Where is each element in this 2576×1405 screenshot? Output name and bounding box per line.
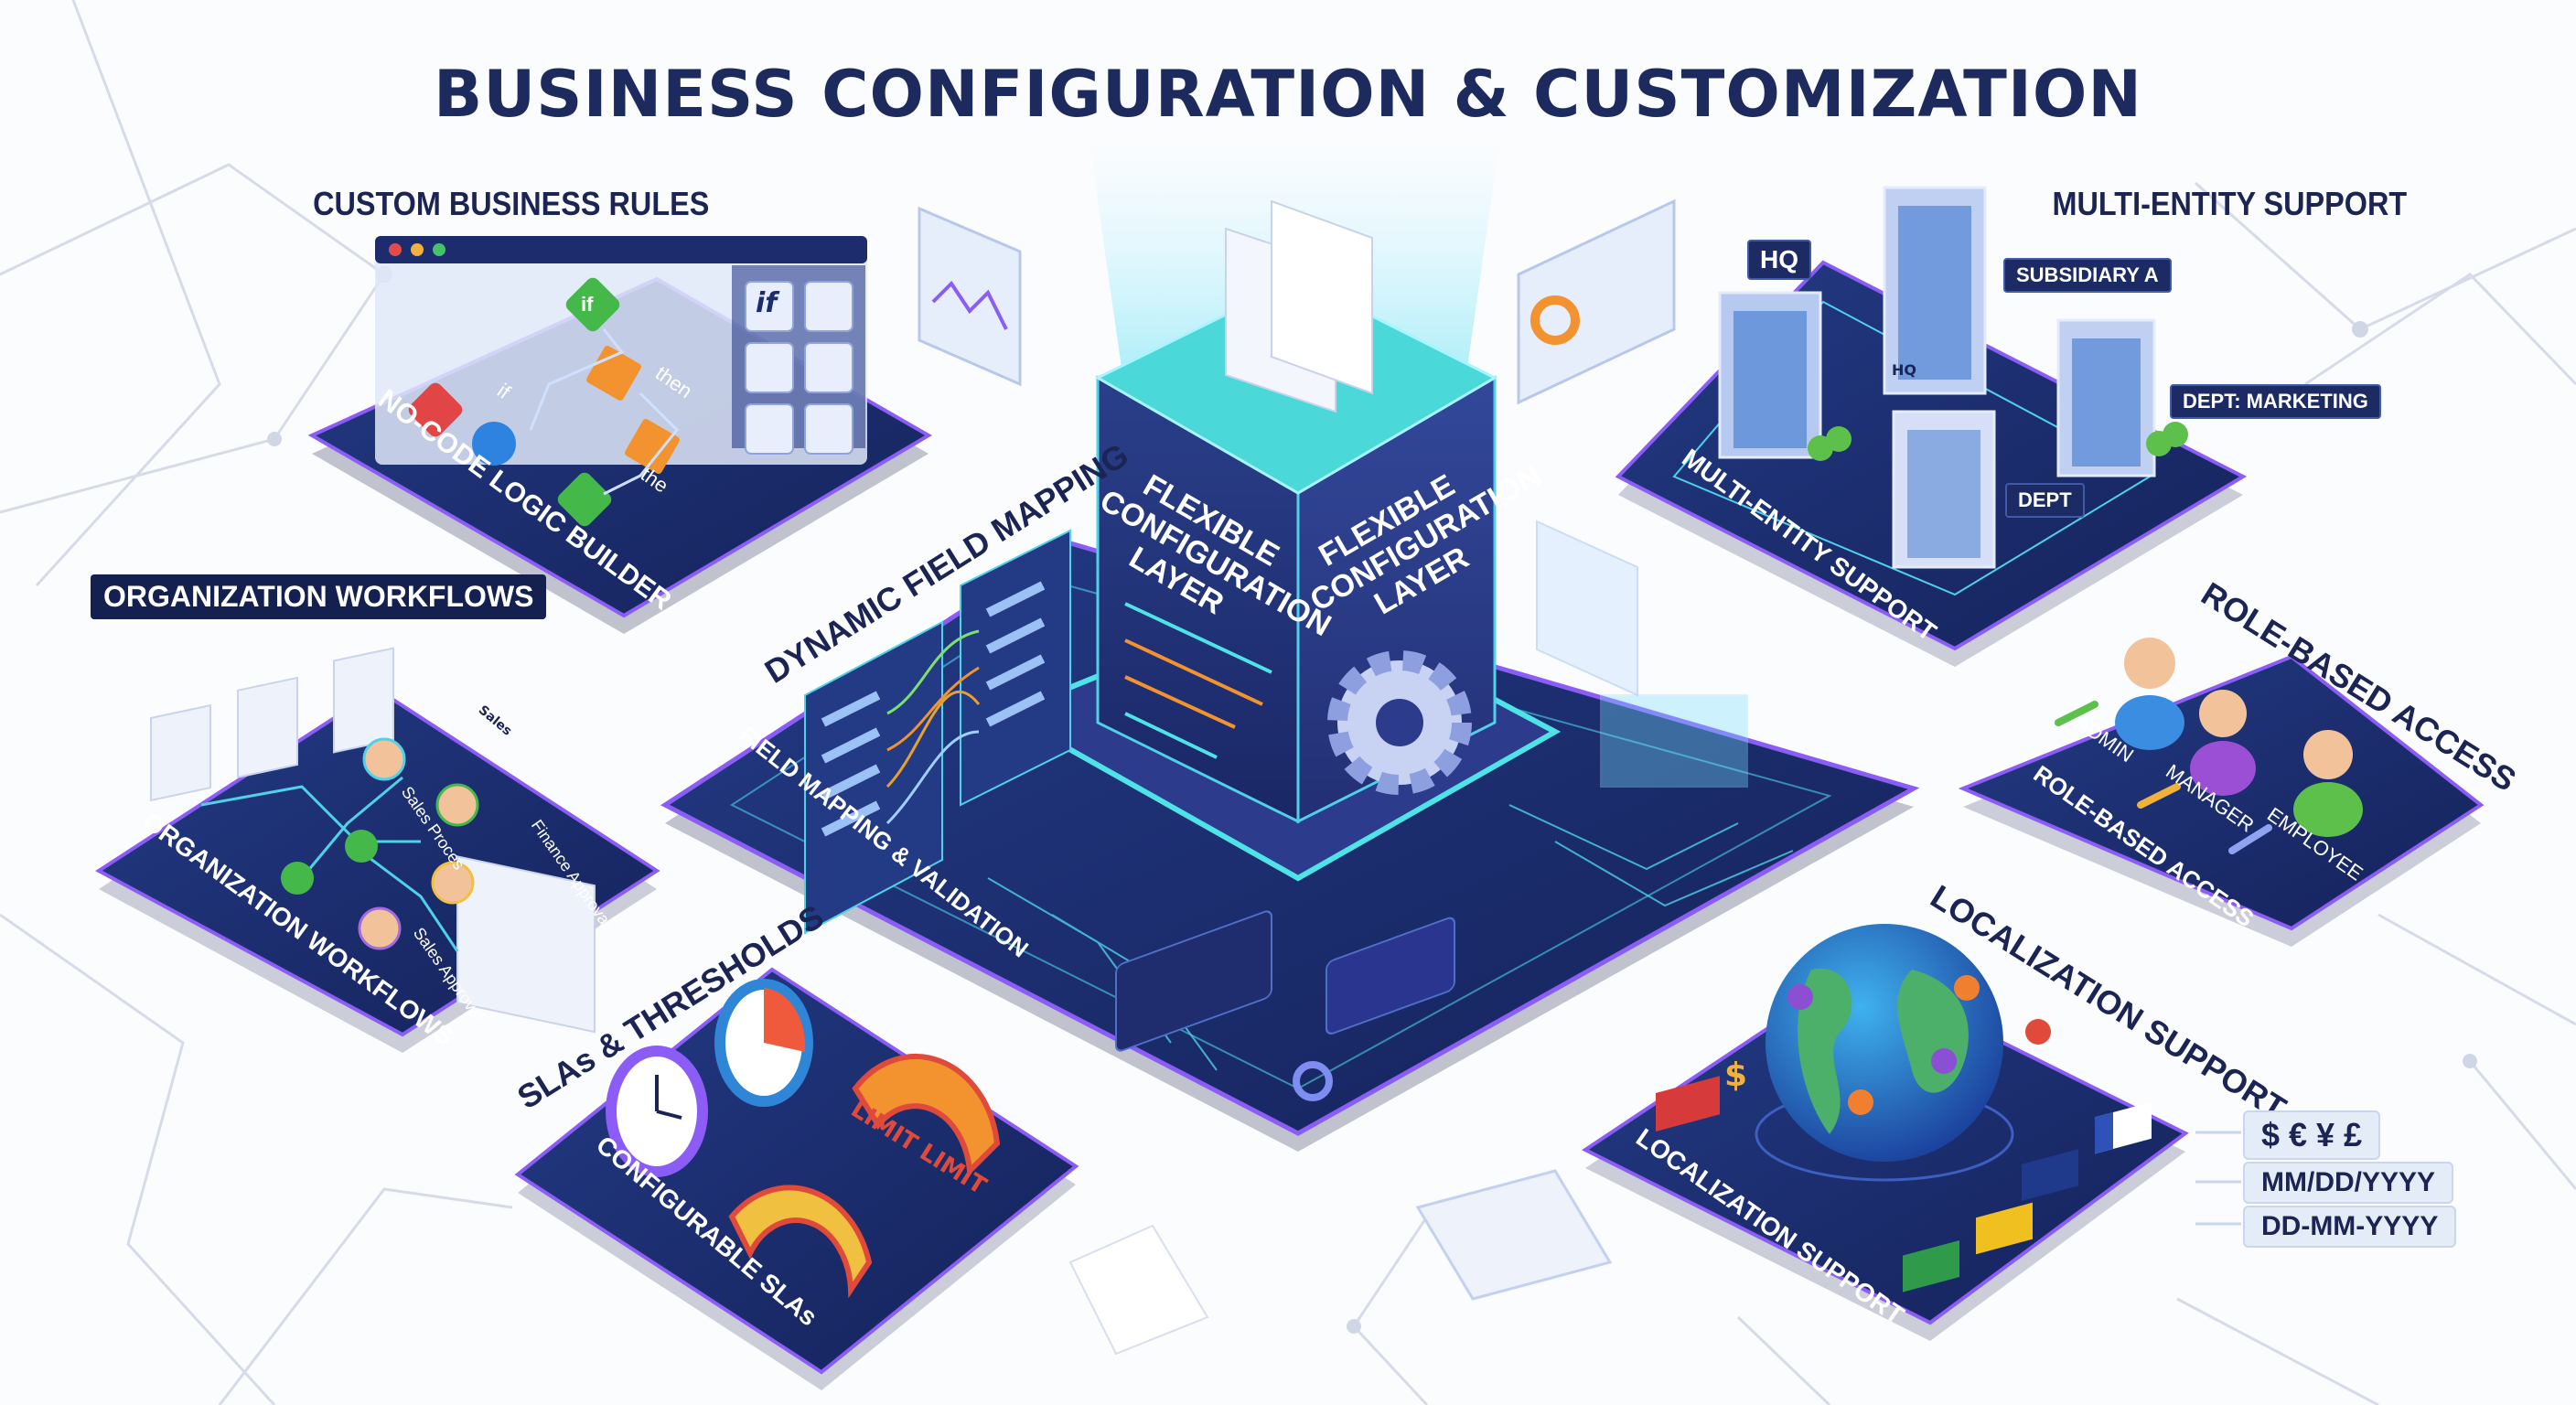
building-icon <box>2056 318 2156 477</box>
window-minimize-dot <box>411 243 424 256</box>
building-icon <box>1892 410 1996 569</box>
manager-avatar <box>2190 690 2256 796</box>
logic-builder-window <box>375 236 867 527</box>
tag-dept: DEPT <box>2005 483 2085 518</box>
floating-report-card <box>1517 198 1676 405</box>
heading-organization-workflows: ORGANIZATION WORKFLOWS <box>91 574 547 619</box>
action-node <box>586 346 641 401</box>
if-tile-label: if <box>756 287 778 319</box>
tag-hq: HQ <box>1747 240 1811 280</box>
small-gear-icon <box>1293 1061 1333 1101</box>
gauge-icon <box>852 1054 1001 1177</box>
tag-dept-marketing: DEPT: MARKETING <box>2170 384 2381 419</box>
document-icon <box>1271 199 1373 395</box>
floating-list-card <box>1068 1224 1209 1356</box>
building-icon <box>1718 291 1822 459</box>
platform-org-workflows <box>95 647 660 1053</box>
dollar-icon: $ <box>1724 1056 1748 1094</box>
platform-slas <box>514 967 1079 1390</box>
person-avatar <box>358 906 402 950</box>
person-avatar <box>431 861 475 905</box>
floating-code-card <box>1536 520 1638 697</box>
check-node <box>557 472 612 527</box>
hq-building-sign: HQ <box>1892 361 1916 379</box>
date-format-eu: DD-MM-YYYY <box>2243 1206 2457 1248</box>
if-node-label: if <box>581 293 594 316</box>
stacked-cards <box>1600 694 1748 788</box>
employee-avatar <box>2293 730 2363 837</box>
dollar-node <box>625 419 680 474</box>
map-pin-icons <box>1787 975 2051 1115</box>
cancel-node <box>408 382 463 437</box>
currency-symbols-box: $ € ¥ £ <box>2243 1110 2381 1160</box>
platform-multi-entity <box>1615 186 2248 667</box>
floating-document-card <box>1415 1169 1613 1301</box>
platform-role-based <box>1958 638 2485 947</box>
window-close-dot <box>389 243 402 256</box>
date-format-us: MM/DD/YYYY <box>2243 1162 2454 1204</box>
page-title: BUSINESS CONFIGURATION & CUSTOMIZATION <box>433 57 2142 132</box>
field-mapping-panel <box>804 529 1071 935</box>
window-maximize-dot <box>433 243 445 256</box>
heading-multi-entity-support: MULTI-ENTITY SUPPORT <box>2052 185 2408 222</box>
admin-avatar <box>2115 638 2184 750</box>
key-icons <box>2055 701 2272 854</box>
flag-icons <box>1656 1076 2152 1292</box>
building-icon <box>1883 186 1987 395</box>
configuration-tower <box>1094 199 1498 824</box>
check-badge <box>281 862 314 895</box>
heading-custom-business-rules: CUSTOM BUSINESS RULES <box>313 185 710 222</box>
if-node <box>565 277 620 332</box>
floating-chart-card <box>918 206 1022 387</box>
platform-localization <box>1582 924 2241 1341</box>
tag-subsidiary-a: SUBSIDIARY A <box>2003 258 2172 293</box>
check-badge <box>345 830 378 863</box>
loop-node <box>472 422 516 466</box>
person-avatar <box>435 783 479 827</box>
gauge-icon <box>728 1185 873 1299</box>
person-avatar <box>362 737 406 781</box>
gear-icon <box>1327 650 1472 795</box>
tree-icons <box>1808 422 2188 461</box>
